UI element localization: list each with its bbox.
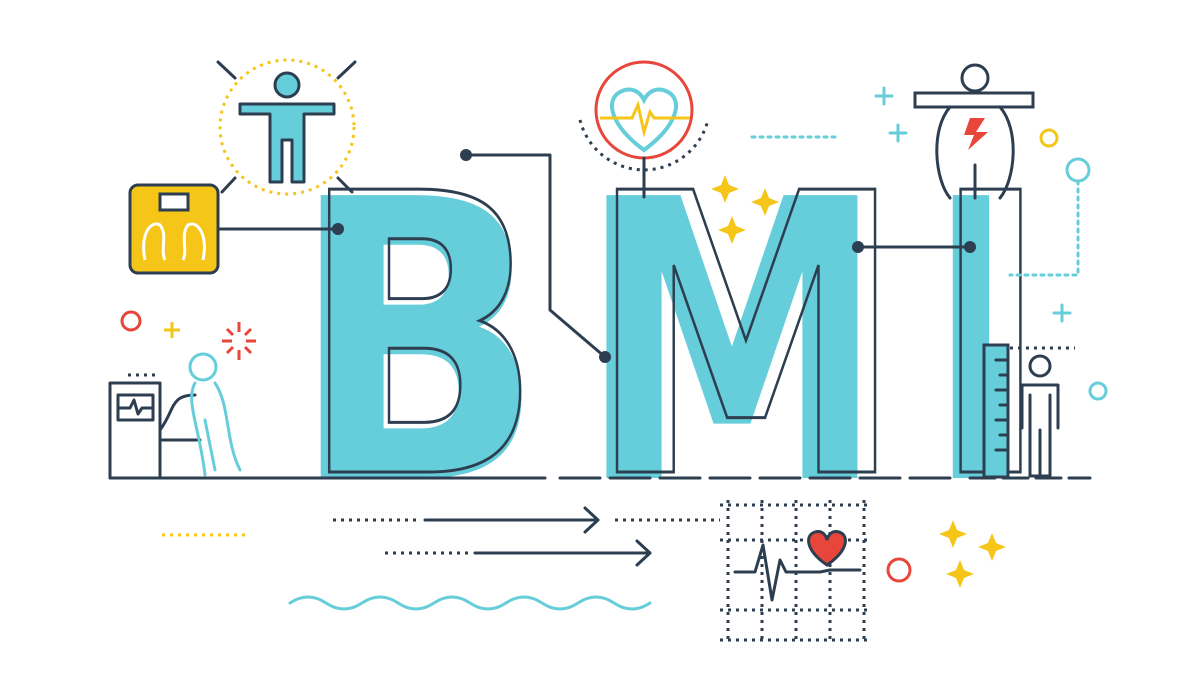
- letter-m: M: [578, 118, 886, 570]
- letter-b: B: [290, 118, 545, 570]
- vitruvian-man-icon: [216, 58, 357, 196]
- bmi-word-outline: BMI: [300, 112, 1050, 564]
- overweight-person-icon: [750, 63, 1108, 401]
- ecg-heart-chart-icon: [720, 500, 868, 642]
- arrow-right-icon: [162, 506, 912, 611]
- bathroom-scale-icon: [128, 183, 344, 275]
- sparkle-icon: [711, 175, 1006, 588]
- heart-pulse-icon: [460, 60, 710, 363]
- treadmill-walker-icon: [108, 310, 256, 480]
- bmi-word: B M I BMI: [290, 111, 1051, 570]
- height-ruler-person-icon: [982, 343, 1075, 479]
